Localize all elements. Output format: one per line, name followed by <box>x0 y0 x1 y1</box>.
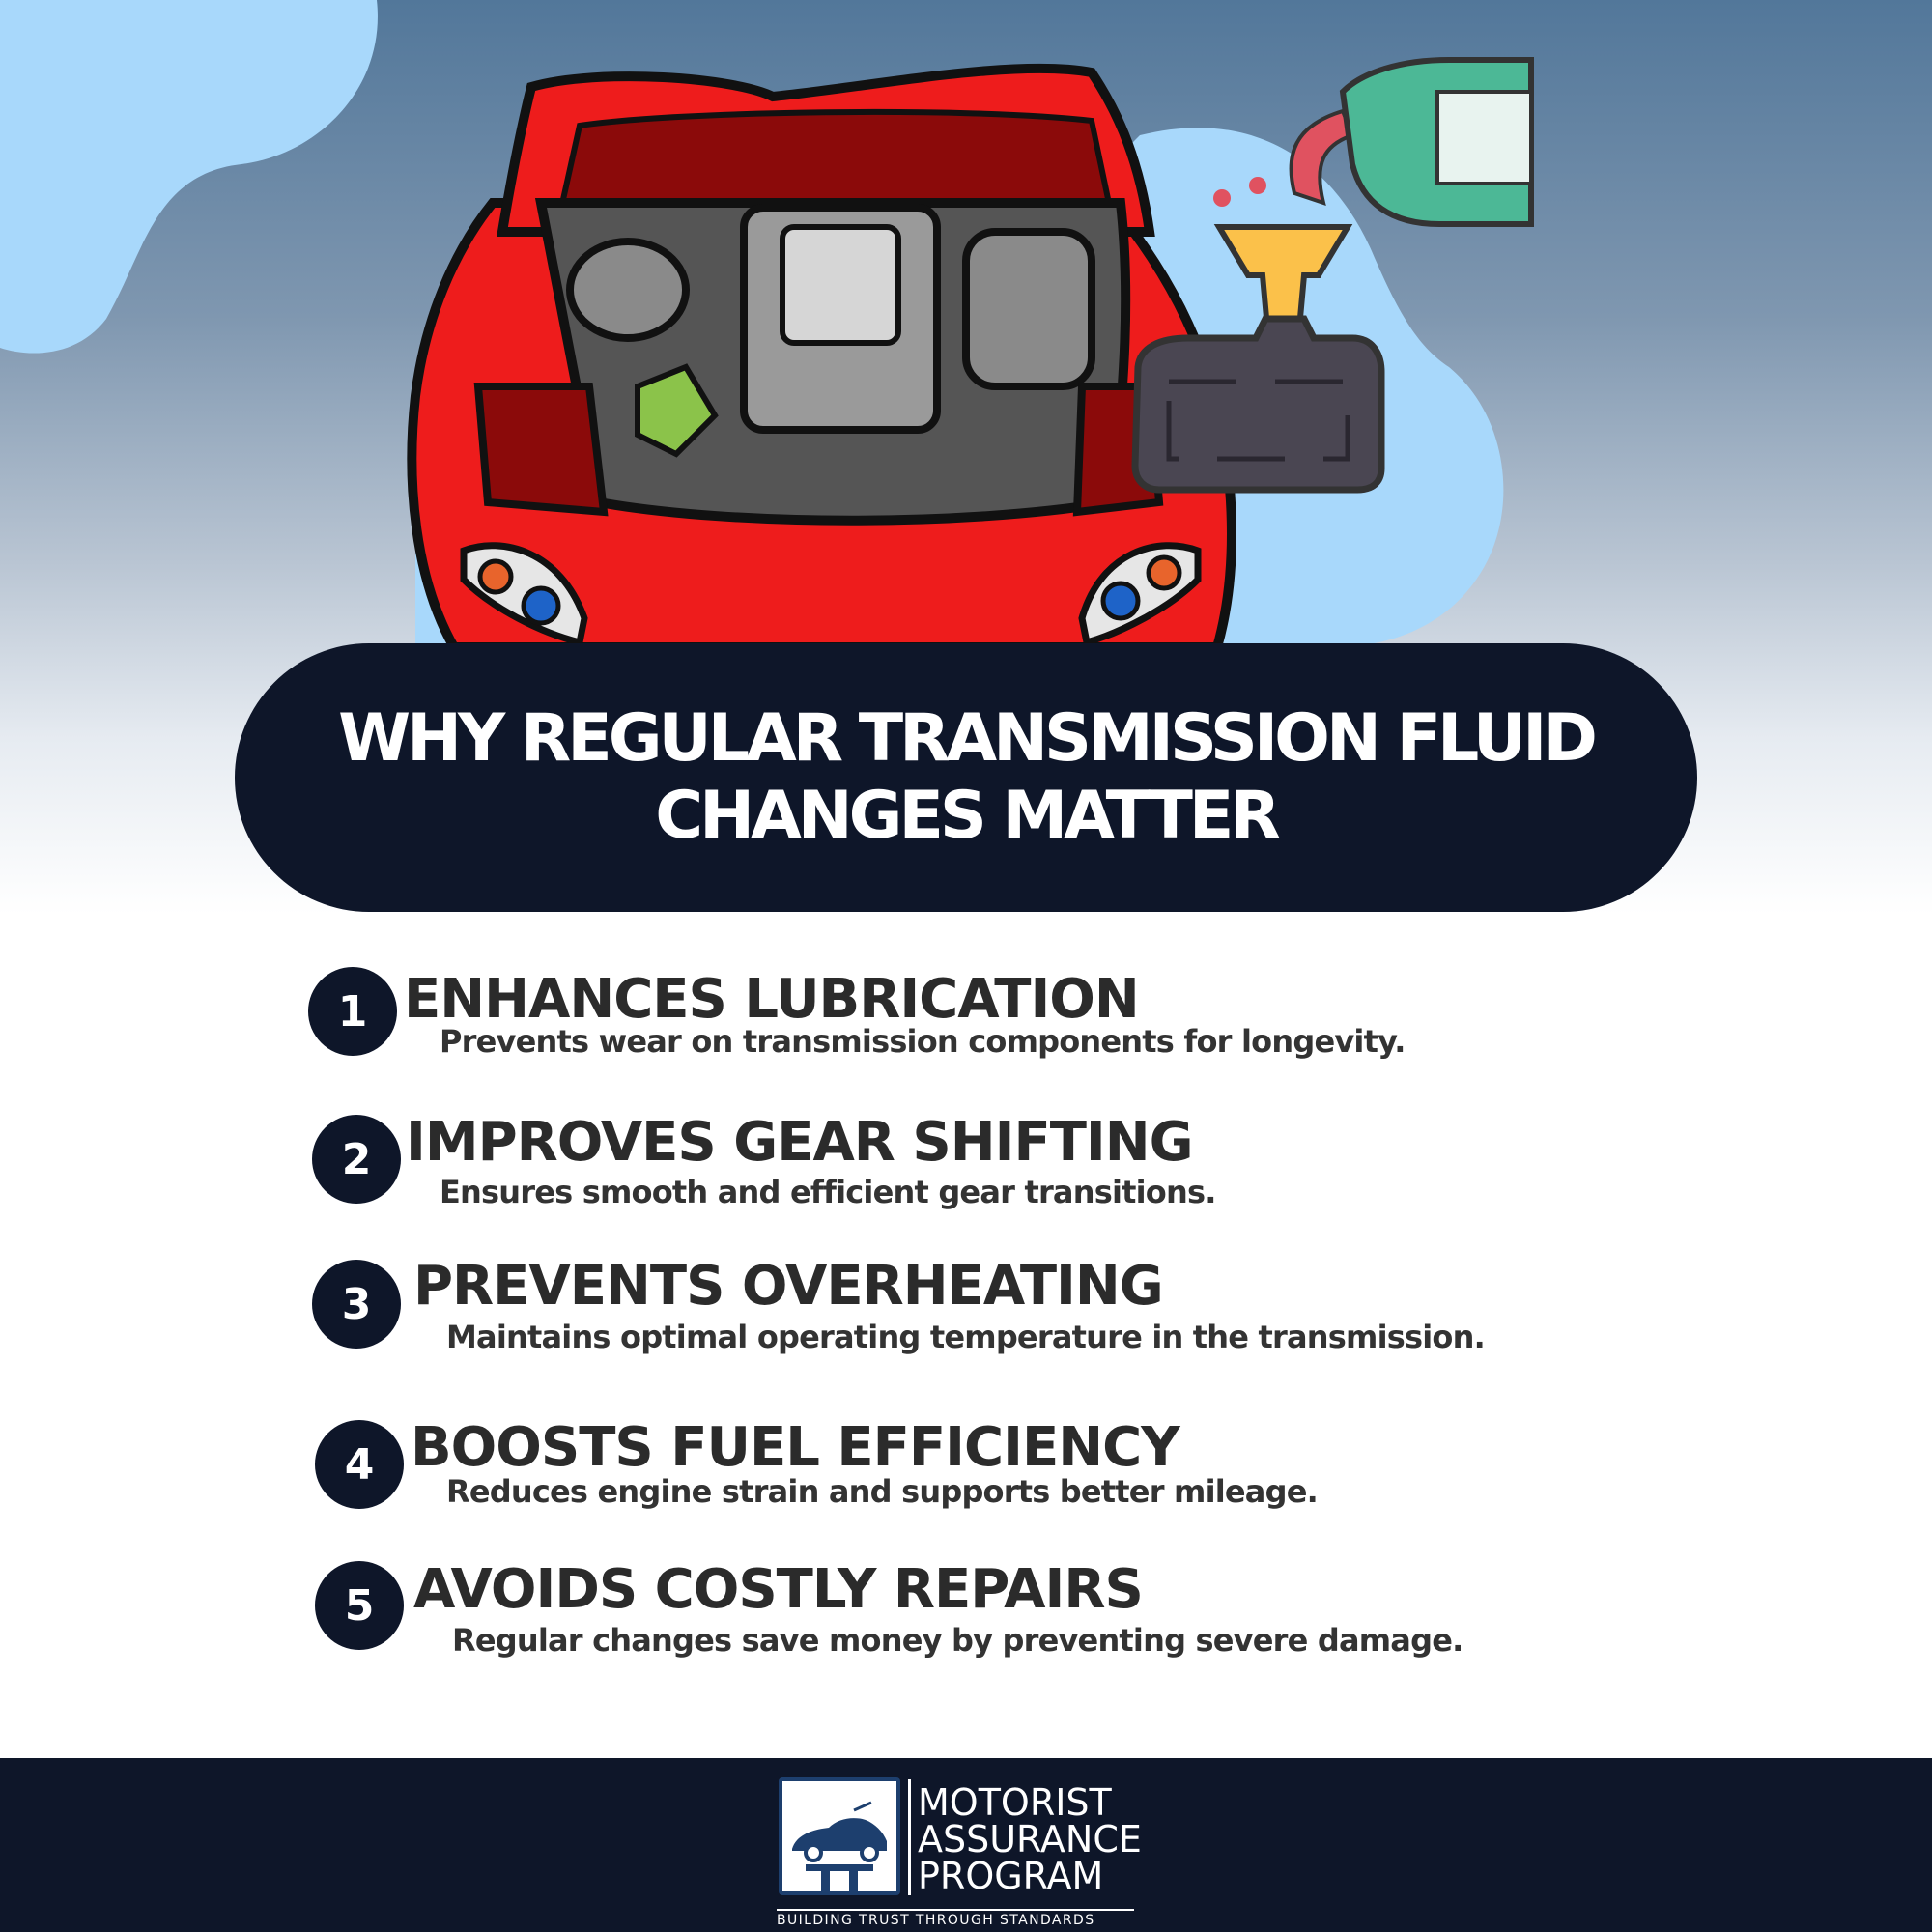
item-description: Regular changes save money by preventing… <box>452 1622 1463 1659</box>
list-item: 5 AVOIDS COSTLY REPAIRS Regular changes … <box>0 1555 1932 1671</box>
reservoir <box>566 238 690 342</box>
item-heading: PREVENTS OVERHEATING <box>413 1255 1164 1318</box>
headlight-right-blue <box>1100 581 1141 621</box>
logo-tagline: BUILDING TRUST THROUGH STANDARDS <box>777 1909 1134 1928</box>
taillight-left <box>473 383 609 517</box>
car-illustration <box>0 0 1534 652</box>
cloud-left <box>0 0 378 354</box>
headlight-left-orange <box>477 558 514 595</box>
hood-inner <box>556 108 1115 215</box>
item-description: Prevents wear on transmission components… <box>440 1023 1406 1060</box>
oil-container <box>1131 315 1385 494</box>
item-heading: IMPROVES GEAR SHIFTING <box>406 1111 1194 1174</box>
oil-container-inset <box>1166 379 1350 462</box>
headlight-right-orange <box>1146 554 1182 591</box>
item-heading: BOOSTS FUEL EFFICIENCY <box>411 1416 1180 1479</box>
list-item: 2 IMPROVES GEAR SHIFTING Ensures smooth … <box>0 1111 1932 1227</box>
item-description: Maintains optimal operating temperature … <box>446 1319 1486 1355</box>
footer-bar <box>0 1758 1932 1932</box>
title-banner: WHY REGULAR TRANSMISSION FLUID CHANGES M… <box>235 643 1697 912</box>
airbox <box>962 228 1095 390</box>
car-lift-icon <box>792 1801 887 1891</box>
item-heading: AVOIDS COSTLY REPAIRS <box>413 1558 1144 1621</box>
logo-mark <box>779 1777 900 1895</box>
green-cap <box>635 363 719 458</box>
item-heading: ENHANCES LUBRICATION <box>404 968 1140 1031</box>
item-number: 5 <box>315 1561 404 1650</box>
logo-line-3: PROGRAM <box>918 1855 1104 1897</box>
list-item: 4 BOOSTS FUEL EFFICIENCY Reduces engine … <box>0 1416 1932 1532</box>
title-line-1: WHY REGULAR TRANSMISSION FLUID <box>338 700 1598 777</box>
logo-line-2: ASSURANCE <box>918 1818 1142 1861</box>
engine-cover <box>780 224 901 346</box>
list-item: 1 ENHANCES LUBRICATION Prevents wear on … <box>0 966 1932 1082</box>
logo-divider <box>908 1779 911 1895</box>
item-description: Reduces engine strain and supports bette… <box>446 1473 1319 1510</box>
headlight-left-blue <box>521 585 561 626</box>
title-line-2: CHANGES MATTER <box>655 778 1280 854</box>
oil-stream <box>1289 108 1355 207</box>
list-item: 3 PREVENTS OVERHEATING Maintains optimal… <box>0 1254 1932 1370</box>
item-number: 4 <box>315 1420 404 1509</box>
oil-drop-2 <box>1249 177 1266 194</box>
item-number: 1 <box>308 967 397 1056</box>
item-number: 2 <box>312 1115 401 1204</box>
item-description: Ensures smooth and efficient gear transi… <box>440 1174 1216 1210</box>
oil-drop-1 <box>1213 189 1231 207</box>
oil-jug-label <box>1435 90 1533 185</box>
logo-line-1: MOTORIST <box>918 1781 1112 1824</box>
item-number: 3 <box>312 1260 401 1349</box>
